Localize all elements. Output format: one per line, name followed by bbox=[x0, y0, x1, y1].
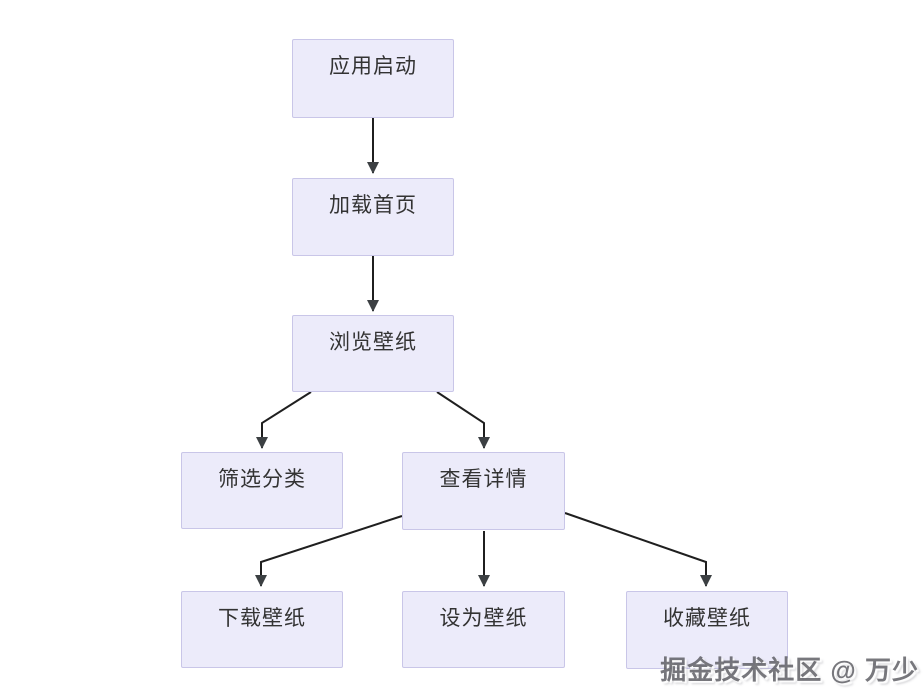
flow-node-browse: 浏览壁纸 bbox=[292, 315, 454, 392]
flow-node-label: 设为壁纸 bbox=[439, 607, 528, 630]
watermark: 掘金技术社区 @ 万少 bbox=[660, 655, 919, 685]
flow-node-set-wallpaper: 设为壁纸 bbox=[402, 591, 565, 668]
flow-node-label: 浏览壁纸 bbox=[329, 331, 417, 354]
edge-detail-to-download bbox=[255, 515, 403, 587]
flow-node-load-home: 加载首页 bbox=[292, 178, 454, 256]
flow-node-label: 收藏壁纸 bbox=[663, 607, 751, 630]
edge-browse-to-filter bbox=[256, 391, 312, 449]
edge-detail-to-favorite bbox=[564, 512, 712, 587]
flow-node-filter: 筛选分类 bbox=[181, 452, 343, 529]
flow-node-label: 加载首页 bbox=[329, 194, 417, 217]
flow-node-label: 筛选分类 bbox=[218, 468, 306, 491]
flow-node-favorite: 收藏壁纸 bbox=[626, 591, 788, 669]
flow-node-download: 下载壁纸 bbox=[181, 591, 343, 668]
flow-node-start: 应用启动 bbox=[292, 39, 454, 118]
flow-node-detail: 查看详情 bbox=[402, 452, 565, 530]
edge-browse-to-detail bbox=[436, 391, 490, 449]
flow-node-label: 查看详情 bbox=[439, 468, 528, 491]
flow-node-label: 下载壁纸 bbox=[218, 607, 306, 630]
flow-node-label: 应用启动 bbox=[329, 55, 417, 78]
